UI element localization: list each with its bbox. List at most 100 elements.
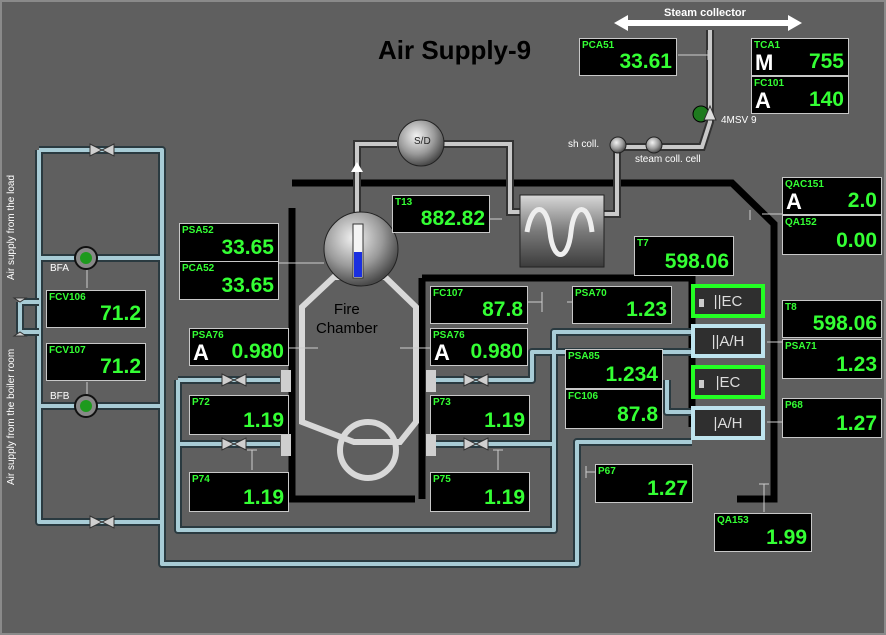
sd-vessel [397, 119, 445, 167]
qac151-mode: A [786, 189, 802, 214]
p73-value: 1.19 [484, 409, 525, 432]
qac151-value: 2.0 [847, 189, 877, 212]
psa76-left-tag: PSA76 [192, 330, 224, 341]
fire-chamber-label: Fire Chamber [316, 300, 378, 338]
t13-value: 882.82 [420, 207, 485, 230]
pca51-value: 33.61 [619, 50, 672, 73]
tca1-tag: TCA1 [754, 40, 781, 51]
qa153-box[interactable]: QA153 1.99 [714, 513, 812, 552]
t8-tag: T8 [785, 302, 797, 313]
p75-tag: P75 [433, 474, 451, 485]
p73-box[interactable]: P73 1.19 [430, 395, 530, 435]
fc107-tag: FC107 [433, 288, 464, 299]
psa52-tag: PSA52 [182, 225, 214, 236]
tca1-mode: M [755, 50, 774, 75]
ec2-label: |EC [715, 373, 741, 391]
sd-label: S/D [414, 136, 431, 147]
t8-value: 598.06 [812, 312, 877, 335]
pump-bfa [74, 246, 98, 270]
qa152-tag: QA152 [785, 217, 817, 228]
psa76-left-box[interactable]: PSA76 A 0.980 [189, 328, 289, 366]
qa153-value: 1.99 [766, 526, 807, 549]
p74-value: 1.19 [243, 486, 284, 509]
qa153-tag: QA153 [717, 515, 749, 526]
p67-tag: P67 [598, 466, 616, 477]
p72-value: 1.19 [243, 409, 284, 432]
pca52-box[interactable]: PCA52 33.65 [179, 261, 279, 300]
psa52-value: 33.65 [221, 236, 274, 259]
air-supply-load-label: Air supply from the load [6, 174, 17, 280]
t13-tag: T13 [395, 197, 413, 208]
t7-box[interactable]: T7 598.06 [634, 236, 734, 276]
psa52-box[interactable]: PSA52 33.65 [179, 223, 279, 262]
ah-button-2[interactable]: |A/H [691, 406, 765, 440]
sh-coll-node [609, 136, 627, 154]
psa76-right-mode: A [434, 340, 450, 365]
steam-pipes [351, 15, 802, 242]
p74-tag: P74 [192, 474, 210, 485]
pca52-value: 33.65 [221, 274, 274, 297]
p68-box[interactable]: P68 1.27 [782, 398, 882, 438]
ec2-indicator [699, 380, 704, 388]
qac151-box[interactable]: QAC151 A 2.0 [782, 177, 882, 215]
ec-button-2[interactable]: |EC [691, 365, 765, 399]
psa85-box[interactable]: PSA85 1.234 [565, 349, 663, 389]
psa76-right-tag: PSA76 [433, 330, 465, 341]
pump-bfb [74, 394, 98, 418]
ec1-indicator [699, 299, 704, 307]
t7-value: 598.06 [664, 250, 729, 273]
fc107-box[interactable]: FC107 87.8 [430, 286, 528, 324]
p74-box[interactable]: P74 1.19 [189, 472, 289, 512]
t8-box[interactable]: T8 598.06 [782, 300, 882, 338]
p67-box[interactable]: P67 1.27 [595, 464, 693, 503]
ec-button-1[interactable]: ||EC [691, 284, 765, 318]
fcv106-box[interactable]: FCV106 71.2 [46, 290, 146, 328]
furnace-outline [288, 179, 778, 503]
p75-box[interactable]: P75 1.19 [430, 472, 530, 512]
qa152-box[interactable]: QA152 0.00 [782, 215, 882, 255]
tca1-box[interactable]: TCA1 M 755 [751, 38, 849, 76]
msv-label: 4MSV 9 [721, 115, 757, 126]
fc101-box[interactable]: FC101 A 140 [751, 76, 849, 114]
tca1-value: 755 [808, 50, 844, 73]
p72-tag: P72 [192, 397, 210, 408]
psa76-left-mode: A [193, 340, 209, 365]
fc101-mode: A [755, 88, 771, 113]
fc101-tag: FC101 [754, 78, 785, 89]
psa76-right-box[interactable]: PSA76 A 0.980 [430, 328, 528, 366]
p67-value: 1.27 [647, 477, 688, 500]
bfb-label: BFB [50, 391, 70, 402]
p75-value: 1.19 [484, 486, 525, 509]
t13-box[interactable]: T13 882.82 [392, 195, 490, 233]
psa70-box[interactable]: PSA70 1.23 [572, 286, 672, 324]
psa71-tag: PSA71 [785, 341, 817, 352]
pca51-box[interactable]: PCA51 33.61 [579, 38, 677, 76]
fcv107-box[interactable]: FCV107 71.2 [46, 343, 146, 381]
p68-tag: P68 [785, 400, 803, 411]
fc107-value: 87.8 [482, 298, 523, 321]
p73-tag: P73 [433, 397, 451, 408]
ah-button-1[interactable]: ||A/H [691, 324, 765, 358]
ah1-label: ||A/H [711, 332, 745, 350]
steam-coll-cell-node [645, 136, 663, 154]
fc106-tag: FC106 [568, 391, 599, 402]
ec1-label: ||EC [713, 292, 743, 310]
valves [12, 143, 489, 529]
psa70-tag: PSA70 [575, 288, 607, 299]
qa152-value: 0.00 [836, 229, 877, 252]
fire-label-line1: Fire [333, 301, 360, 318]
fcv107-tag: FCV107 [49, 345, 86, 356]
fc106-value: 87.8 [617, 403, 658, 426]
psa71-box[interactable]: PSA71 1.23 [782, 339, 882, 379]
pca51-tag: PCA51 [582, 40, 615, 51]
page-title: Air Supply-9 [378, 35, 532, 65]
fire-label-line2: Chamber [316, 320, 378, 337]
p68-value: 1.27 [836, 412, 877, 435]
psa71-value: 1.23 [836, 353, 877, 376]
fire-chamber-shape [299, 274, 419, 481]
p72-box[interactable]: P72 1.19 [189, 395, 289, 435]
fc106-box[interactable]: FC106 87.8 [565, 389, 663, 429]
steam-drum [323, 211, 399, 287]
